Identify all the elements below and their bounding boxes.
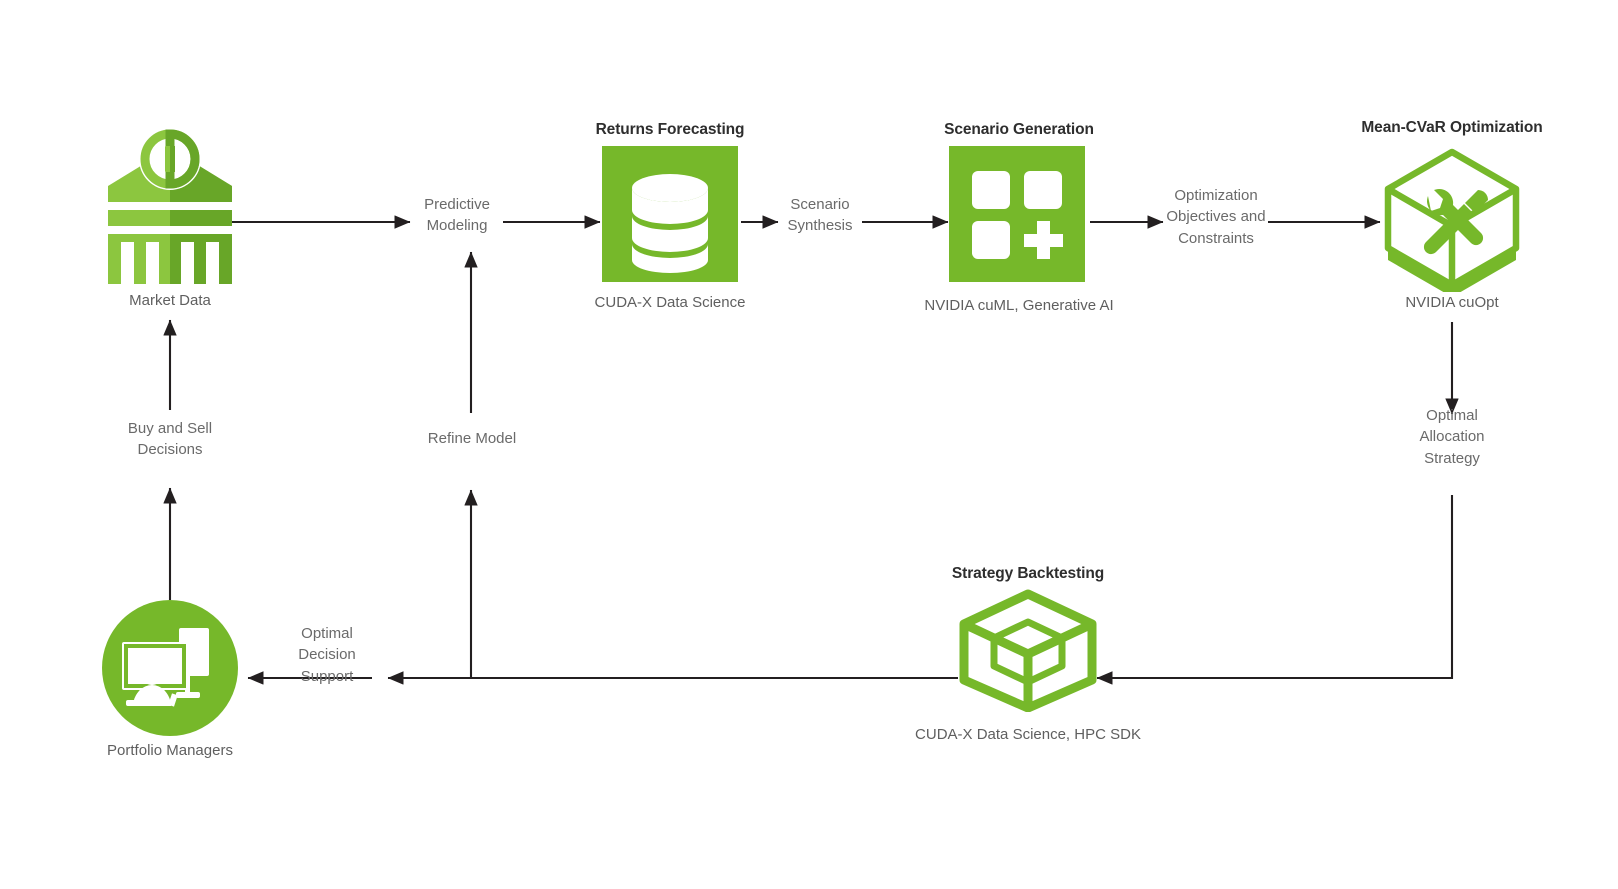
edge-label-refine-model: Refine Model <box>399 428 545 449</box>
scenario-synthesis-line1: Scenario <box>790 196 850 213</box>
buy-sell-line2: Decisions <box>137 441 203 459</box>
edge-label-optimization-objectives: Optimization Objectives and Constraints <box>1152 185 1280 249</box>
mean-cvar-title: Mean-CVaR Optimization <box>1361 119 1543 136</box>
arrow-allocation-to-backtesting <box>1096 495 1454 685</box>
edge-label-optimal-decision-support: Optimal Decision Support <box>272 623 382 687</box>
allocation-line1: Optimal <box>1426 407 1478 424</box>
optimization-line1: Optimization <box>1174 187 1258 204</box>
backtesting-title: Strategy Backtesting <box>951 565 1105 582</box>
market-data-caption: Market Data <box>129 292 211 309</box>
edge-label-scenario-synthesis: Scenario Synthesis <box>761 194 879 237</box>
decision-line1: Optimal <box>301 625 353 642</box>
refine-model-line1: Refine Model <box>427 430 517 447</box>
portfolio-managers-caption: Portfolio Managers <box>107 742 233 759</box>
scenario-generation-caption: NVIDIA cuML, Generative AI <box>924 297 1114 314</box>
allocation-line3: Strategy <box>1424 449 1480 467</box>
grid-plus-icon <box>949 146 1085 282</box>
database-icon <box>602 146 738 282</box>
returns-forecasting-title: Returns Forecasting <box>595 121 745 138</box>
mean-cvar-caption: NVIDIA cuOpt <box>1405 294 1499 311</box>
decision-line2: Decision <box>298 646 356 664</box>
optimization-line3: Constraints <box>1178 229 1254 247</box>
buy-sell-line1: Buy and Sell <box>127 420 213 437</box>
returns-forecasting-caption: CUDA-X Data Science <box>594 294 746 311</box>
edge-label-optimal-allocation: Optimal Allocation Strategy <box>1385 405 1519 469</box>
decision-line3: Support <box>300 667 354 685</box>
cube-outline-icon <box>940 588 1116 713</box>
cube-tools-icon <box>1368 142 1536 297</box>
optimization-line2: Objectives and <box>1166 208 1266 226</box>
edge-label-predictive-modeling: Predictive Modeling <box>396 194 518 237</box>
predictive-modeling-line1: Predictive <box>424 196 490 213</box>
desk-user-icon <box>102 600 238 736</box>
scenario-synthesis-line2: Synthesis <box>787 217 853 235</box>
bank-icon <box>102 126 238 286</box>
backtesting-caption: CUDA-X Data Science, HPC SDK <box>915 726 1141 743</box>
edge-label-buy-and-sell: Buy and Sell Decisions <box>104 418 236 461</box>
predictive-modeling-line2: Modeling <box>426 217 488 235</box>
scenario-generation-title: Scenario Generation <box>944 121 1094 138</box>
allocation-line2: Allocation <box>1419 428 1485 446</box>
